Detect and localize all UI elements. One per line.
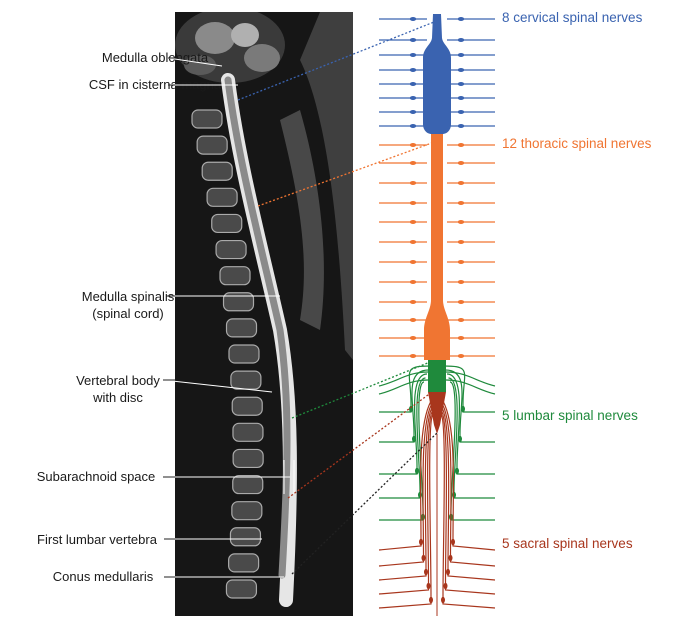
cervical-nerve xyxy=(379,17,495,21)
vertebra xyxy=(230,370,262,390)
cervical-nerve xyxy=(379,53,495,57)
vertebra xyxy=(225,318,258,338)
thoracic-connector xyxy=(257,139,441,207)
cervical-connector xyxy=(237,21,435,101)
lumbar-nerve xyxy=(379,369,495,443)
cervical-nerve xyxy=(379,96,495,100)
lumbar-nerve-branch xyxy=(378,371,429,387)
vertebra xyxy=(206,187,238,207)
thoracic-nerve xyxy=(379,260,495,264)
label-sacral-nerves: 5 sacral spinal nerves xyxy=(502,536,633,551)
thoracic-cord-segment xyxy=(424,134,450,360)
cervical-nerve xyxy=(379,110,495,114)
lumbar-cord-segment xyxy=(428,360,446,392)
vertebra xyxy=(228,344,260,364)
label-thoracic-nerves: 12 thoracic spinal nerves xyxy=(502,136,652,151)
label-subarachnoid-space: Subarachnoid space xyxy=(37,469,156,484)
vertebra xyxy=(228,553,260,573)
sacral-nerve xyxy=(378,401,496,567)
thoracic-nerve xyxy=(379,336,495,340)
label-medulla-oblongata: Medulla oblongata xyxy=(102,50,209,65)
sacral-nerve xyxy=(378,397,496,551)
sacral-connector xyxy=(287,391,433,499)
thoracic-nerve xyxy=(379,220,495,224)
mri-sagittal-image xyxy=(175,12,353,616)
vertebra xyxy=(232,422,264,442)
dotted-connectors xyxy=(237,21,441,575)
vertebra xyxy=(232,448,264,469)
thoracic-nerve xyxy=(379,161,495,165)
label-csf-cisterna-magna: CSF in cisterna magna xyxy=(89,77,222,92)
lumbar-nerve-branch xyxy=(378,379,429,395)
lumbar-nerve-branch xyxy=(445,371,496,387)
cervical-nerve xyxy=(379,68,495,72)
label-lumbar-nerves: 5 lumbar spinal nerves xyxy=(502,408,638,423)
leader-line xyxy=(167,57,223,67)
vertebra xyxy=(211,213,243,234)
vertebra xyxy=(215,239,247,260)
vertebra xyxy=(232,474,264,495)
label-conus-medullaris: Conus medullaris xyxy=(53,569,154,584)
thoracic-nerve xyxy=(379,280,495,284)
sacral-nerve xyxy=(378,409,496,595)
label-first-lumbar-vertebra: First lumbar vertebra xyxy=(37,532,158,547)
label-cervical-nerves: 8 cervical spinal nerves xyxy=(502,10,643,25)
label-medulla-spinalis: Medulla spinalis(spinal cord) xyxy=(82,289,175,321)
sacral-nerve xyxy=(378,405,496,581)
spinal-cord-shape xyxy=(224,76,291,579)
lumbar-nerve xyxy=(379,373,495,475)
cervical-cord-segment xyxy=(423,14,451,134)
vertebra xyxy=(231,396,263,416)
vertebra xyxy=(229,527,262,547)
sacral-nerve xyxy=(378,413,496,609)
vertebra xyxy=(231,501,263,521)
nerve-group-labels: 8 cervical spinal nerves 12 thoracic spin… xyxy=(502,10,652,551)
vertebra xyxy=(191,109,223,129)
thoracic-nerve xyxy=(379,318,495,322)
vertebra xyxy=(196,135,228,155)
lumbar-connector xyxy=(291,361,431,419)
vertebral-bodies xyxy=(191,109,264,599)
cervical-nerve xyxy=(379,38,495,42)
vertebra xyxy=(219,266,251,286)
vertebra xyxy=(201,161,233,181)
vertebra xyxy=(225,579,258,599)
spinal-nerve-schematic xyxy=(378,14,496,616)
thoracic-nerve xyxy=(379,201,495,205)
cervical-nerve xyxy=(379,82,495,86)
thoracic-nerve xyxy=(379,354,495,358)
lumbar-nerve-branch xyxy=(445,379,496,395)
cervical-nerve xyxy=(379,124,495,128)
lumbar-nerve xyxy=(379,365,495,413)
thoracic-nerve xyxy=(379,240,495,244)
conus-connector xyxy=(291,431,439,575)
leader-line xyxy=(162,379,273,393)
thoracic-nerve xyxy=(379,143,495,147)
thoracic-nerve xyxy=(379,181,495,185)
thoracic-nerve xyxy=(379,300,495,304)
subarachnoid-arrows xyxy=(283,460,295,494)
vertebra xyxy=(222,292,255,312)
